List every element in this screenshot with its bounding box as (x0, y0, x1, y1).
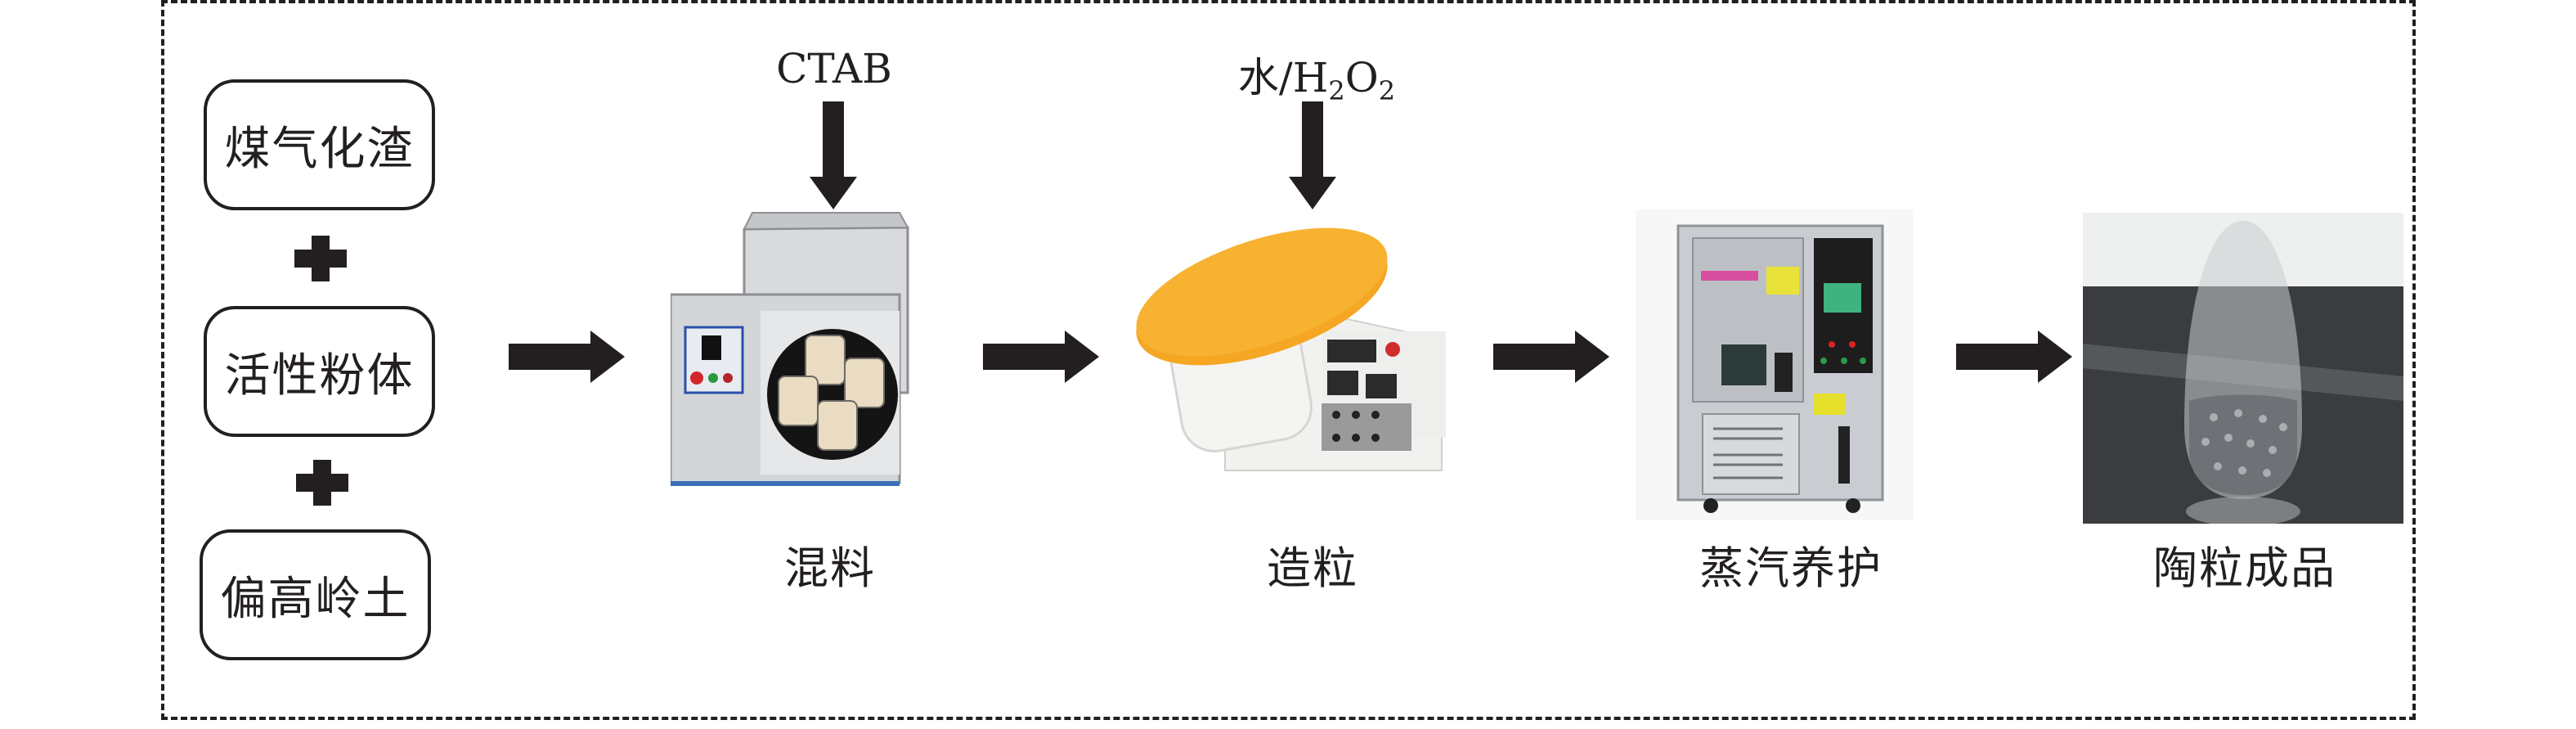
step-label-finished-ceramsite: 陶粒成品 (2153, 542, 2336, 594)
flow-arrow-right-icon (509, 331, 625, 383)
feed-arrow-down-icon (810, 101, 857, 209)
material-box-active-powder: 活性粉体 (204, 306, 435, 437)
flow-arrow-right-icon (1956, 331, 2072, 383)
additive-label-water-h2o2: 水/H2O2 (1237, 54, 1396, 106)
step-label-steam-curing: 蒸汽养护 (1699, 542, 1883, 594)
flow-arrow-right-icon (983, 331, 1099, 383)
plus-icon (294, 236, 347, 281)
feed-arrow-down-icon (1289, 101, 1336, 209)
plus-icon (296, 460, 348, 506)
additive-label-ctab: CTAB (776, 45, 892, 92)
step-label-granulation: 造粒 (1267, 542, 1358, 594)
material-label: 活性粉体 (224, 349, 415, 403)
ball-mill-mixer-icon (671, 212, 909, 486)
ceramsite-product-photo (2083, 213, 2403, 524)
material-label: 偏高岭土 (220, 572, 411, 626)
material-label: 煤气化渣 (224, 122, 415, 176)
flow-arrow-right-icon (1493, 331, 1609, 383)
material-box-coal-gasification-slag: 煤气化渣 (204, 79, 435, 210)
steam-curing-chamber-icon (1636, 209, 1914, 520)
disc-granulator-icon (1136, 227, 1446, 471)
material-box-metakaolin: 偏高岭土 (200, 529, 431, 660)
step-label-mixing: 混料 (784, 542, 876, 594)
process-frame (161, 0, 2416, 720)
